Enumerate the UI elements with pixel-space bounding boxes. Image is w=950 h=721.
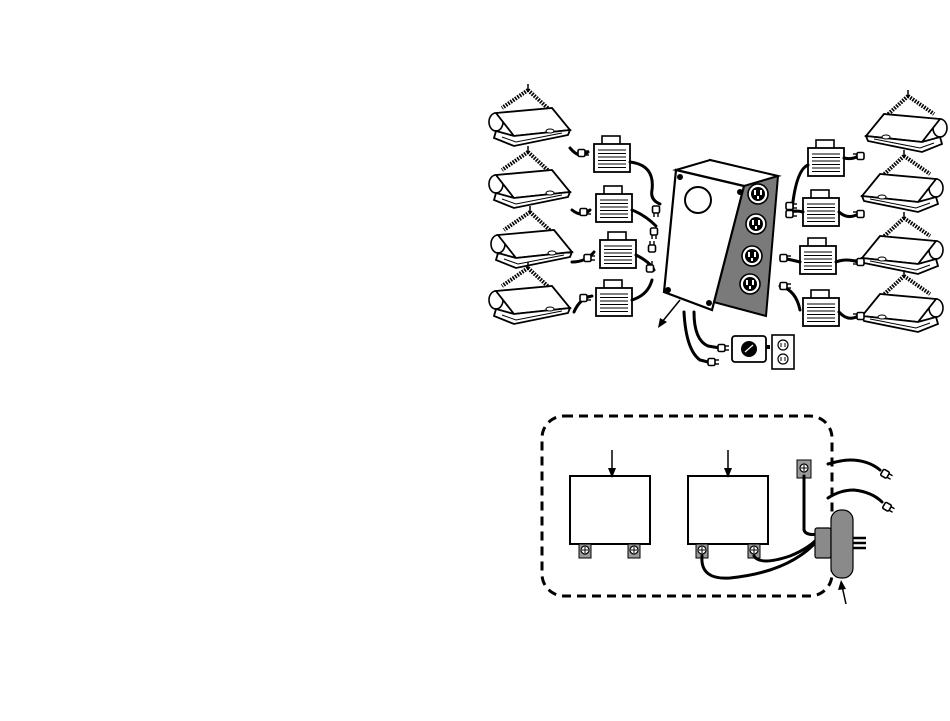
reflector-hood-2 (489, 146, 570, 208)
cable-grommet (815, 510, 866, 604)
right-lamp-plugs (853, 153, 864, 320)
reflector-hood-5 (866, 90, 947, 152)
timer (732, 336, 770, 362)
left-ballast-plugs (647, 206, 660, 272)
right-ballast-plugs (780, 203, 797, 290)
left-lamp-plugs (578, 150, 595, 302)
reflector-hood-6 (862, 150, 943, 212)
ballast-left-3 (600, 232, 636, 268)
reflector-hood-1 (489, 84, 570, 146)
left-lamps (489, 84, 572, 324)
power-plug-1 (708, 359, 719, 366)
reflector-hood-8 (862, 270, 943, 332)
controller-arrow (662, 300, 680, 322)
outlet-socket-4 (740, 274, 760, 294)
ballast-right-1 (808, 140, 844, 176)
outgoing-cords (828, 460, 882, 502)
top-diagram (489, 84, 947, 369)
outlet-socket-3 (742, 246, 762, 266)
ballast-right-3 (800, 238, 836, 274)
bottom-diagram (542, 416, 895, 604)
relay-2 (688, 450, 768, 558)
reflector-hood-4 (489, 262, 570, 324)
relay-1 (570, 450, 650, 558)
power-plug-2 (718, 345, 729, 352)
ballast-right-2 (803, 190, 839, 226)
ballast-left-4 (596, 280, 632, 316)
reflector-hood-3 (491, 206, 572, 268)
controller-box (658, 160, 778, 328)
wall-outlet (772, 335, 794, 369)
cord-plug-2 (882, 502, 895, 514)
ballast-left-1 (594, 136, 630, 172)
cord-plug-1 (880, 469, 893, 481)
outlet-socket-2 (746, 214, 766, 234)
right-ballasts (800, 140, 844, 326)
left-lamp-cords (570, 148, 594, 312)
reflector-hood-7 (862, 212, 943, 274)
outlet-socket-1 (748, 184, 768, 204)
ballast-left-2 (596, 186, 632, 222)
controller-power-cords (684, 312, 720, 362)
ballast-right-4 (803, 290, 839, 326)
right-lamps (862, 90, 947, 332)
right-lamp-cords (836, 156, 858, 318)
